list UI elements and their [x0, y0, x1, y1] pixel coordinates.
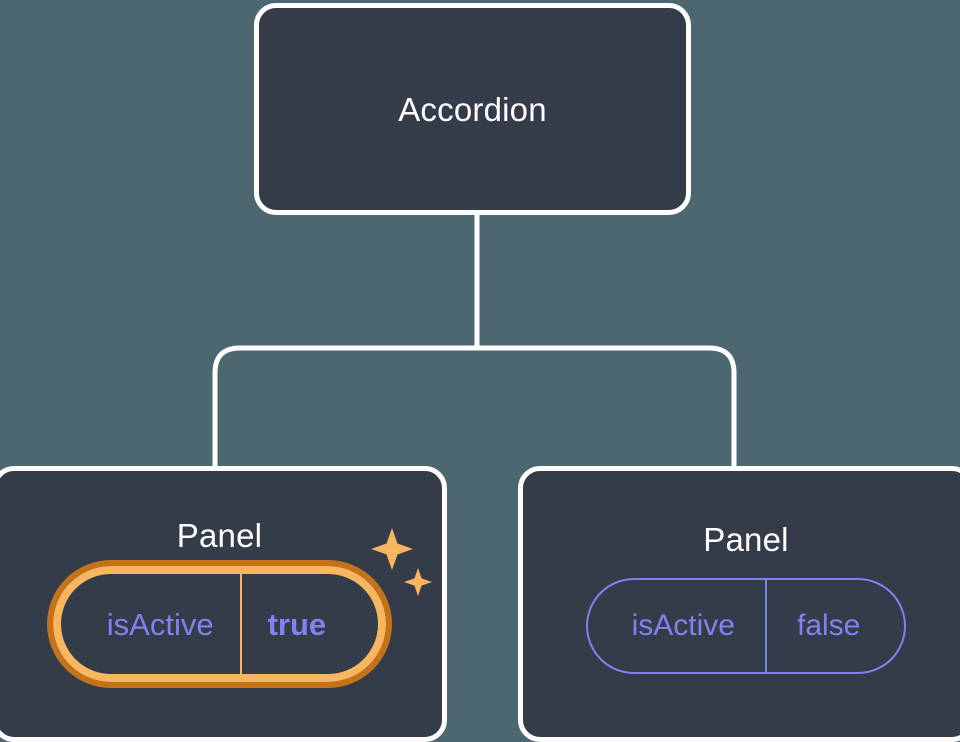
sparkle-group: [371, 528, 433, 596]
prop-pill-isactive-false[interactable]: isActive false: [585, 578, 907, 674]
prop-pill-wrapper-left: isActive true: [46, 528, 433, 688]
sparkle-icon: [371, 528, 414, 570]
tree-node-panel-right[interactable]: Panel isActive false: [518, 466, 960, 742]
prop-key: isActive: [631, 609, 735, 642]
node-title: Panel: [176, 517, 263, 554]
prop-pill-wrapper-right: isActive false: [585, 578, 907, 674]
edge-to-panel-right: [477, 345, 737, 468]
edge-to-panel-left: [212, 345, 477, 468]
prop-key: isActive: [106, 606, 214, 642]
node-title: Panel: [703, 521, 789, 558]
prop-pill-isactive-true[interactable]: isActive true: [46, 560, 393, 688]
node-title: Accordion: [398, 90, 547, 128]
prop-value: true: [239, 574, 379, 674]
prop-value: false: [764, 580, 904, 672]
tree-node-panel-left[interactable]: Panel isActive true: [0, 466, 447, 742]
sparkle-small-icon: [404, 568, 433, 596]
tree-node-accordion[interactable]: Accordion: [254, 3, 691, 215]
